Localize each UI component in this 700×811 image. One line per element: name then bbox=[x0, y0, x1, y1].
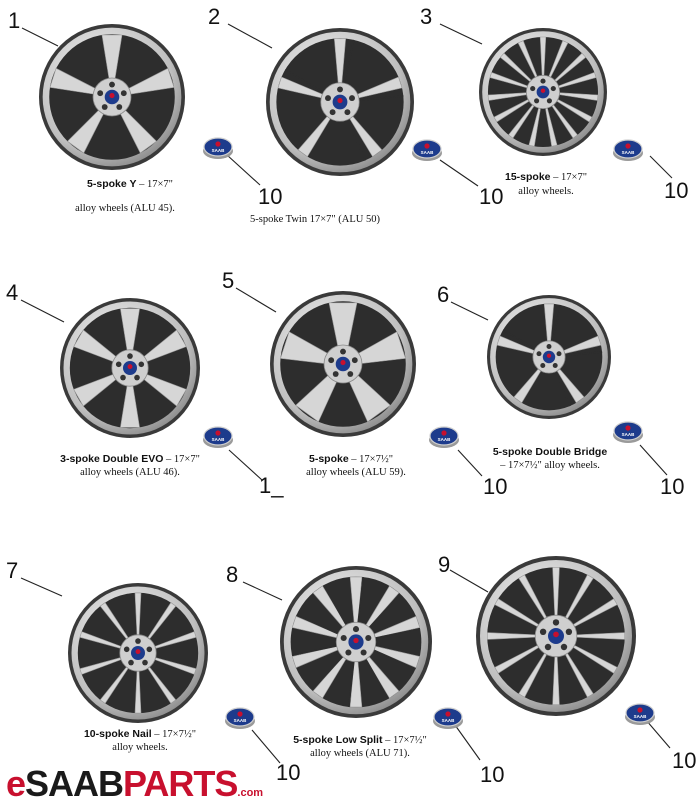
wheel-name: 15-spoke bbox=[505, 171, 551, 183]
wheel-name: 5-spoke Double Bridge bbox=[492, 446, 608, 458]
wheel-caption-line2: – 17×7½" alloy wheels. bbox=[500, 460, 600, 471]
cap-callout-number: 10 bbox=[479, 184, 504, 209]
callout-number: 3 bbox=[420, 4, 433, 29]
wheel-name: 5-spoke bbox=[308, 453, 349, 465]
center-cap-icon: SAAB bbox=[203, 426, 233, 448]
wheel-caption-line2: alloy wheels (ALU 59). bbox=[306, 467, 406, 478]
center-cap-icon: SAAB bbox=[613, 421, 643, 443]
cap-logo-text: SAAB bbox=[634, 714, 648, 719]
center-cap-icon: SAAB bbox=[433, 707, 463, 729]
wheel-5 bbox=[270, 291, 416, 437]
callout-number: 5 bbox=[222, 268, 235, 293]
center-cap-icon: SAAB bbox=[412, 139, 442, 161]
wheel-3 bbox=[479, 28, 607, 156]
cap-logo-text: SAAB bbox=[212, 437, 226, 442]
cap-callout-number: 10 bbox=[672, 748, 697, 773]
cap-logo-text: SAAB bbox=[212, 148, 226, 153]
wheel-4 bbox=[60, 298, 200, 438]
cap-logo-text: SAAB bbox=[234, 718, 248, 723]
cap-logo-text: SAAB bbox=[438, 437, 452, 442]
cap-callout-number: 10 bbox=[276, 760, 301, 785]
cap-callout-number: 10 bbox=[664, 178, 689, 203]
center-cap-icon: SAAB bbox=[429, 426, 459, 448]
wheel-name: 5-spoke Low Split bbox=[293, 734, 383, 746]
cap-callout-number: 10 bbox=[660, 474, 685, 499]
wheel-1 bbox=[39, 24, 185, 170]
callout-number: 1 bbox=[8, 8, 21, 33]
wheel-caption-line2: alloy wheels. bbox=[518, 186, 574, 197]
callout-number: 9 bbox=[438, 552, 451, 577]
wheel-8 bbox=[280, 566, 432, 718]
wheel-6 bbox=[487, 295, 611, 419]
wheel-caption: 5-spoke – 17×7½" bbox=[308, 453, 394, 465]
center-cap-icon: SAAB bbox=[203, 137, 233, 159]
cap-callout-number: 10 bbox=[480, 762, 505, 787]
wheel-caption-line2: alloy wheels (ALU 45). bbox=[75, 203, 175, 214]
cap-logo-text: SAAB bbox=[421, 150, 435, 155]
wheel-caption: 10-spoke Nail – 17×7½" bbox=[83, 728, 197, 740]
wheel-name: 3-spoke Double EVO bbox=[60, 453, 164, 465]
wheel-9 bbox=[476, 556, 636, 716]
callout-number: 2 bbox=[208, 4, 221, 29]
wheel-caption-line2: alloy wheels. bbox=[112, 742, 168, 753]
wheel-caption-line2: alloy wheels (ALU 71). bbox=[310, 748, 410, 759]
cap-callout-number: 10 bbox=[483, 474, 508, 499]
wheel-7 bbox=[68, 583, 208, 723]
wheel-caption: 5-spoke Low Split – 17×7½" bbox=[293, 734, 427, 746]
center-cap-icon: SAAB bbox=[625, 703, 655, 725]
wheel-caption: 5-spoke Y – 17×7" bbox=[87, 178, 173, 190]
wheel-caption-line2: alloy wheels (ALU 46). bbox=[80, 467, 180, 478]
cap-callout-number: 10 bbox=[258, 184, 283, 209]
wheel-caption: 5-spoke Twin 17×7" (ALU 50) bbox=[249, 214, 380, 225]
callout-number: 6 bbox=[437, 282, 450, 307]
callout-number: 7 bbox=[6, 558, 19, 583]
cap-logo-text: SAAB bbox=[622, 432, 636, 437]
center-cap-icon: SAAB bbox=[613, 139, 643, 161]
wheel-caption: 5-spoke Double Bridge bbox=[470, 445, 630, 460]
wheel-name: 5-spoke Y bbox=[87, 178, 137, 190]
cap-callout-number: 1_ bbox=[259, 473, 284, 498]
wheel-caption: 3-spoke Double EVO – 17×7" bbox=[60, 453, 200, 465]
cap-logo-text: SAAB bbox=[442, 718, 456, 723]
wheel-name: 10-spoke Nail bbox=[83, 728, 152, 740]
wheel-caption: 15-spoke – 17×7" bbox=[505, 171, 587, 183]
center-cap-icon: SAAB bbox=[225, 707, 255, 729]
callout-number: 4 bbox=[6, 280, 19, 305]
callout-number: 8 bbox=[226, 562, 239, 587]
cap-logo-text: SAAB bbox=[622, 150, 636, 155]
esaabparts-logo: eSAABPARTS.com bbox=[6, 763, 264, 804]
wheel-2 bbox=[266, 28, 414, 176]
